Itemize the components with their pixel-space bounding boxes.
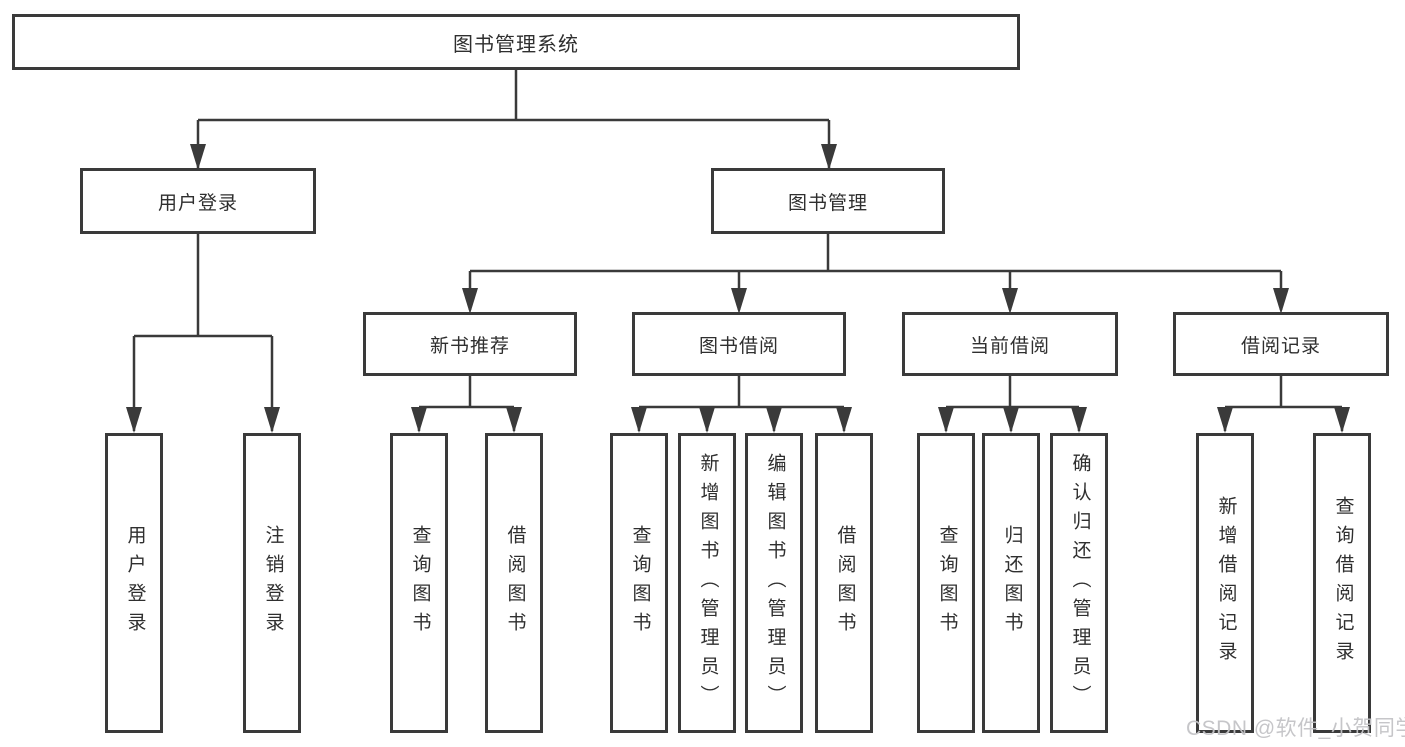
leaf-confirm-return-admin-label: 确认归还（管理员）	[1069, 452, 1091, 714]
leaf-user-login: 用户登录	[105, 433, 163, 733]
leaf-newbook-borrow-label: 借阅图书	[504, 525, 526, 641]
connector-current-borrow	[944, 376, 1081, 431]
leaf-borrow-add-admin-label: 新增图书（管理员）	[697, 452, 719, 714]
leaf-borrow-book: 借阅图书	[815, 433, 873, 733]
node-borrow-records: 借阅记录	[1173, 312, 1389, 376]
leaf-borrow-book-label: 借阅图书	[834, 525, 856, 641]
leaf-newbook-borrow: 借阅图书	[485, 433, 543, 733]
node-book-management: 图书管理	[711, 168, 945, 234]
leaf-borrow-add-admin: 新增图书（管理员）	[678, 433, 736, 733]
leaf-newbook-query: 查询图书	[390, 433, 448, 733]
leaf-newbook-query-label: 查询图书	[409, 525, 431, 641]
leaf-borrow-edit-admin: 编辑图书（管理员）	[745, 433, 803, 733]
leaf-confirm-return-admin: 确认归还（管理员）	[1050, 433, 1108, 733]
leaf-current-query-label: 查询图书	[936, 525, 958, 641]
node-current-borrow: 当前借阅	[902, 312, 1118, 376]
node-library-system: 图书管理系统	[12, 14, 1020, 70]
leaf-return-book: 归还图书	[982, 433, 1040, 733]
connector-borrow-records	[1223, 376, 1344, 431]
connector-root	[196, 70, 831, 168]
node-user-login: 用户登录	[80, 168, 316, 234]
leaf-query-record-label: 查询借阅记录	[1332, 496, 1354, 670]
leaf-logout-label: 注销登录	[262, 525, 284, 641]
connector-user-login	[132, 234, 274, 431]
leaf-user-login-label: 用户登录	[124, 525, 146, 641]
leaf-borrow-query: 查询图书	[610, 433, 668, 733]
leaf-borrow-query-label: 查询图书	[629, 525, 651, 641]
leaf-query-record: 查询借阅记录	[1313, 433, 1371, 733]
leaf-logout: 注销登录	[243, 433, 301, 733]
connector-new-book	[417, 376, 516, 431]
connector-book-borrow	[637, 376, 846, 431]
leaf-borrow-edit-admin-label: 编辑图书（管理员）	[764, 452, 786, 714]
csdn-watermark: CSDN @软件_小贺同学	[1186, 717, 1405, 740]
connector-book-management	[468, 234, 1283, 310]
node-book-borrow: 图书借阅	[632, 312, 846, 376]
leaf-current-query: 查询图书	[917, 433, 975, 733]
leaf-add-record-label: 新增借阅记录	[1215, 496, 1237, 670]
leaf-add-record: 新增借阅记录	[1196, 433, 1254, 733]
node-new-book-recommend: 新书推荐	[363, 312, 577, 376]
leaf-return-book-label: 归还图书	[1001, 525, 1023, 641]
